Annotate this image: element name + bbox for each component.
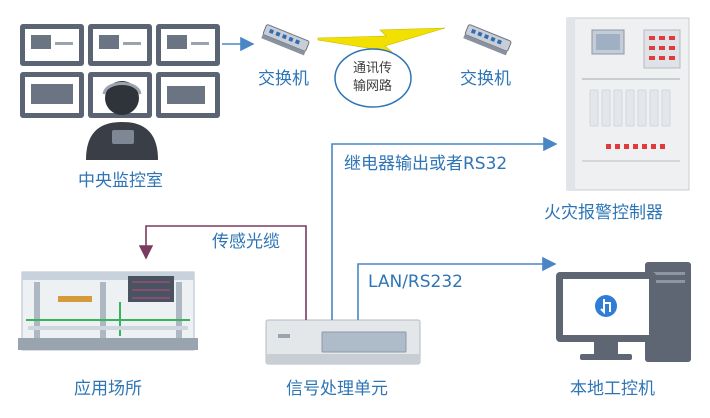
relay-output-label: 继电器输出或者RS32: [344, 154, 508, 174]
local-industrial-pc-label: 本地工控机: [570, 379, 655, 399]
fiber-optic-cable-label: 传感光缆: [212, 232, 280, 252]
operator-icon: [86, 81, 158, 160]
relay-output-arrow: [331, 136, 558, 320]
signal-processing-unit-label: 信号处理单元: [286, 379, 388, 399]
application-site-icon: [18, 271, 198, 351]
industrial-pc-icon: [556, 262, 691, 362]
switch-right-icon: [463, 24, 512, 56]
switch-left-label: 交换机: [258, 69, 309, 89]
lan-link-label: LAN/RS232: [368, 272, 463, 292]
touch-icon: [595, 295, 617, 317]
lightning-bolt-icon: [317, 27, 446, 53]
signal-processing-unit-icon: [265, 319, 421, 365]
lan-arrow: [357, 256, 557, 320]
fire-alarm-cabinet-icon: [566, 17, 690, 191]
central-monitoring-room-label: 中央监控室: [78, 171, 163, 191]
fiber-cable-arrow: [138, 225, 307, 320]
switch-right-label: 交换机: [460, 69, 511, 89]
switch-left-icon: [261, 24, 310, 56]
network-ellipse: [334, 48, 412, 108]
application-site-label: 应用场所: [74, 379, 142, 399]
network-label-line2: 输网路: [353, 79, 393, 94]
fire-alarm-controller-label: 火灾报警控制器: [544, 203, 663, 223]
network-label-line1: 通讯传: [353, 61, 393, 76]
